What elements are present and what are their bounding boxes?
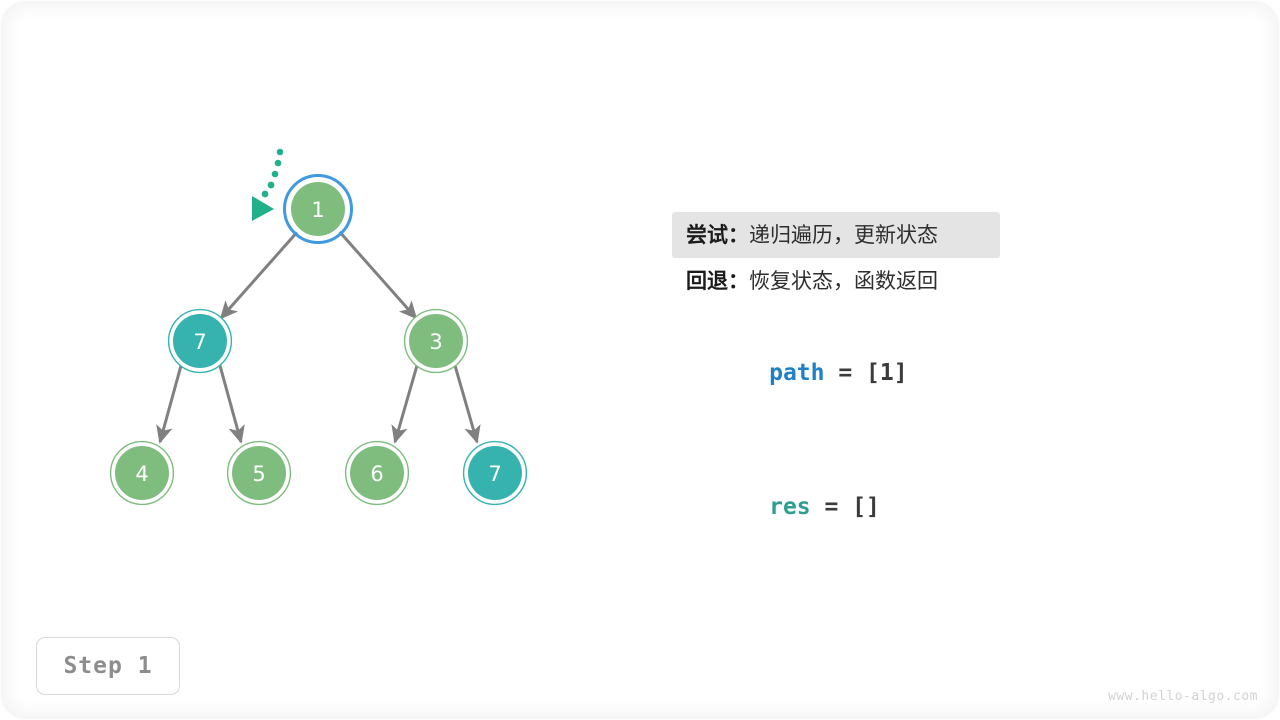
backtrack-phase-label: 回退： [686, 269, 749, 293]
pointer-dot [261, 190, 269, 198]
edge-7-to-4 [156, 361, 184, 444]
edge-3-to-7r [452, 361, 481, 444]
recursion-entry-pointer [252, 148, 284, 221]
node-inner-white-ring [346, 442, 408, 504]
node-inner-white-ring [169, 310, 231, 372]
pointer-dot [276, 148, 284, 156]
tree-node-7-left[interactable]: 7 [167, 308, 233, 374]
path-variable-line: path = [1] [686, 304, 1206, 386]
node-outer-ring [167, 308, 233, 374]
step-badge-label: Step 1 [63, 653, 153, 679]
tree-node-3[interactable]: 3 [403, 308, 469, 374]
path-variable-value: = [1] [824, 360, 908, 386]
node-inner-white-ring [111, 442, 173, 504]
res-variable-name: res [769, 494, 811, 520]
node-value: 5 [252, 462, 265, 486]
edge-7-to-5 [217, 361, 245, 444]
node-body [232, 446, 286, 500]
edge-1-to-3 [336, 229, 418, 320]
node-outer-ring [403, 308, 469, 374]
pointer-dot [274, 159, 282, 167]
tree-node-5[interactable]: 5 [226, 440, 292, 506]
try-phase-line: 尝试：递归遍历，更新状态 [672, 212, 1000, 258]
node-inner-white-ring [464, 442, 526, 504]
edge-3-to-6 [391, 361, 420, 444]
node-outer-ring [462, 440, 528, 506]
step-badge: Step 1 [36, 637, 180, 695]
tree-edges [156, 229, 481, 444]
node-body [350, 446, 404, 500]
tree-node-4[interactable]: 4 [109, 440, 175, 506]
pointer-arrowhead [252, 196, 274, 221]
backtrack-phase-line: 回退：恢复状态，函数返回 [686, 258, 1206, 304]
node-inner-white-ring [405, 310, 467, 372]
tree-node-1[interactable]: 1 [283, 174, 353, 244]
node-value: 4 [135, 462, 148, 486]
site-watermark: www.hello-algo.com [1108, 689, 1258, 704]
node-body [115, 446, 169, 500]
pointer-dot [267, 181, 275, 189]
pointer-dot [271, 170, 279, 178]
try-phase-text: 递归遍历，更新状态 [749, 223, 938, 247]
node-value: 6 [370, 462, 383, 486]
node-outer-ring [109, 440, 175, 506]
node-highlight-ring-blue [283, 174, 353, 244]
node-value: 7 [488, 462, 501, 486]
node-value: 3 [429, 330, 442, 354]
node-inner-white-ring [286, 177, 350, 241]
info-panel: 尝试：递归遍历，更新状态 回退：恢复状态，函数返回 path = [1] [672, 212, 1206, 386]
path-variable-name: path [769, 360, 825, 386]
node-body [468, 446, 522, 500]
tree-node-6[interactable]: 6 [344, 440, 410, 506]
node-outer-ring [226, 440, 292, 506]
node-outer-ring [344, 440, 410, 506]
res-variable-value: = [] [810, 494, 880, 520]
node-body [173, 314, 227, 368]
node-body [291, 182, 345, 236]
res-variable-row: res = [] [686, 438, 880, 520]
node-body [409, 314, 463, 368]
node-inner-white-ring [228, 442, 290, 504]
backtrack-phase-text: 恢复状态，函数返回 [749, 269, 938, 293]
node-value: 1 [311, 198, 324, 222]
try-phase-label: 尝试： [686, 223, 749, 247]
tree-nodes: 1 7 3 4 [109, 174, 528, 506]
edge-1-to-7 [219, 229, 301, 320]
node-value: 7 [193, 330, 206, 354]
tree-node-7-right[interactable]: 7 [462, 440, 528, 506]
res-variable-line: res = [] [686, 438, 880, 520]
